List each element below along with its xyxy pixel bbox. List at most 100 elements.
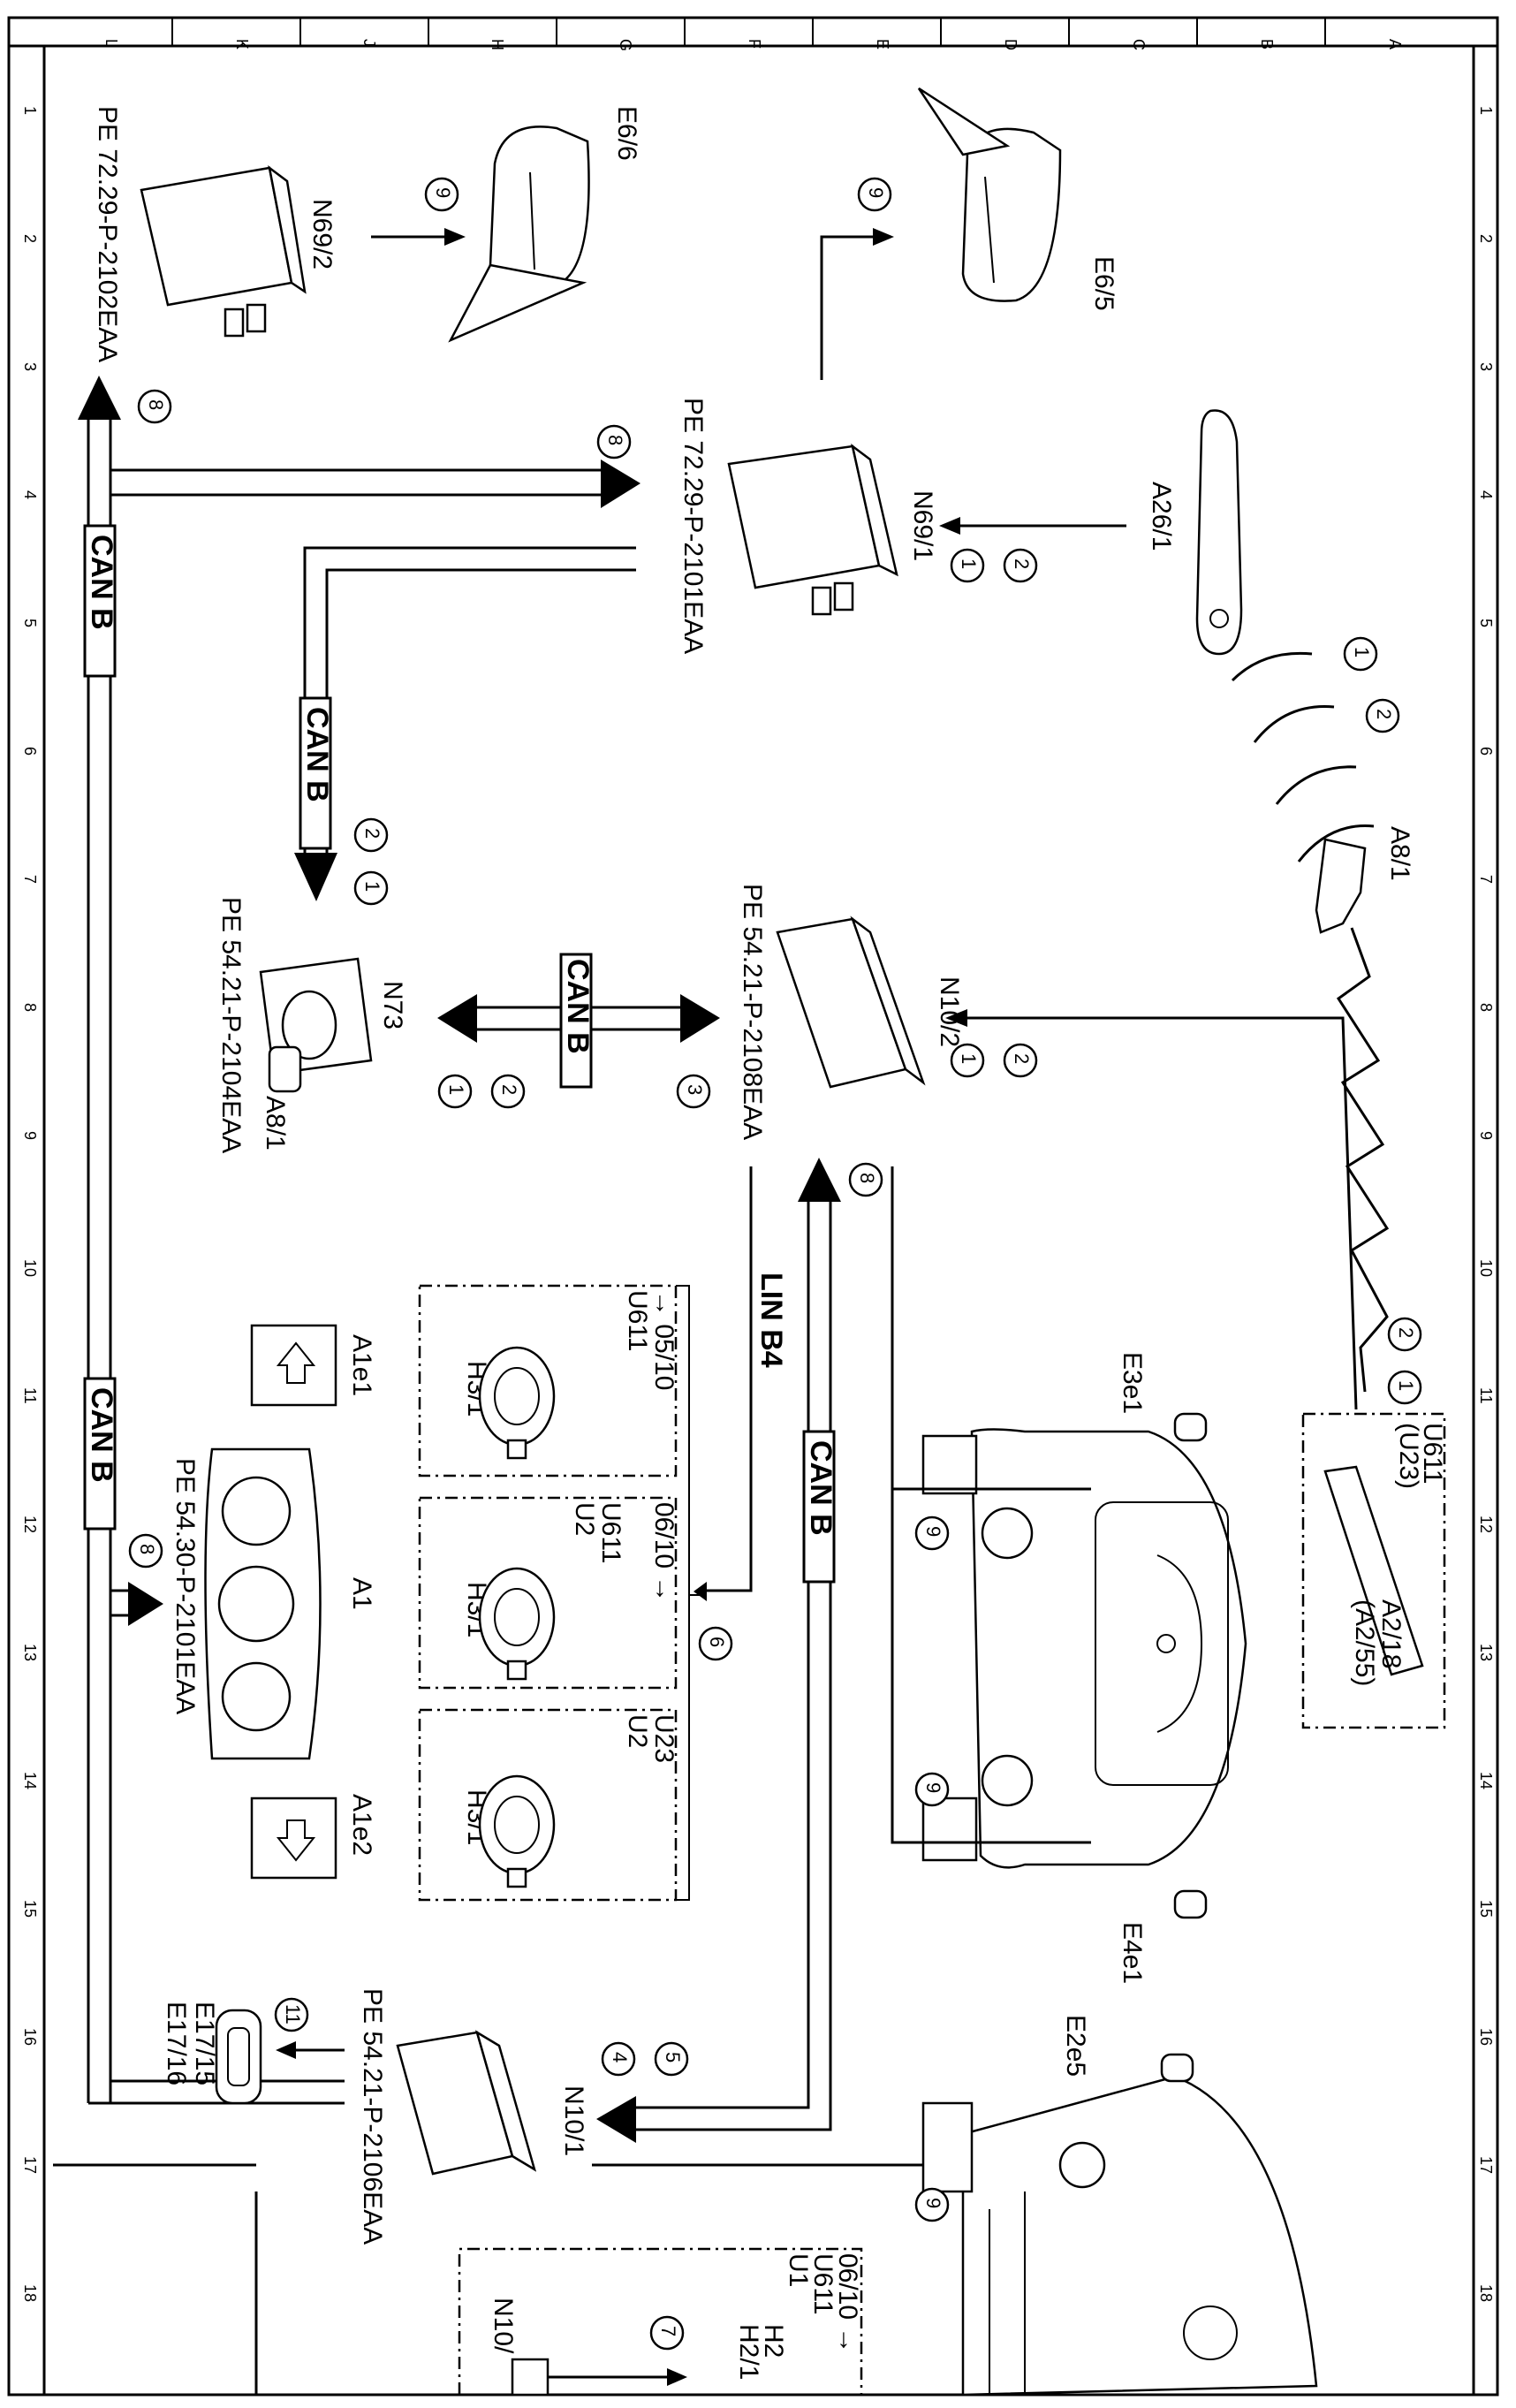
callout-9: 9 [922, 2198, 944, 2208]
lamp-box-1 [418, 1284, 678, 1477]
n73-label: N73 [378, 981, 407, 1029]
e3e1-label: E3e1 [1118, 1352, 1147, 1414]
grid-number: 6 [1477, 747, 1495, 756]
lamp-box-3 [418, 1708, 678, 1902]
n69-2-ref: PE 72.29-P-2102EAA [93, 106, 122, 362]
headlamp-switch-icon [478, 1346, 556, 1460]
box2-sub: U2 [570, 1502, 599, 1536]
n69-1-label: N69/1 [908, 490, 937, 561]
e6-6-label: E6/6 [612, 106, 641, 161]
n69-2-label: N69/2 [307, 199, 337, 270]
callout-2: 2 [1011, 1053, 1033, 1064]
callout-9: 9 [922, 1526, 944, 1537]
e6-5-mirror [917, 87, 1062, 302]
outer-frame [7, 16, 1499, 2397]
e17-lamp [215, 2009, 262, 2105]
callout-9: 9 [865, 187, 887, 198]
callout-11: 11 [282, 2004, 304, 2024]
grid-number: 7 [21, 875, 39, 884]
lin-b4-line [694, 1166, 753, 1601]
box1-date: → 05/10 [649, 1290, 678, 1390]
box2-date: 06/10 → [649, 1502, 678, 1602]
grid-number: 1 [21, 106, 39, 115]
grid-number: 8 [21, 1003, 39, 1012]
can-b-label: CAN B [85, 1387, 118, 1483]
callouts: 9 9 8 8 1 2 1 2 2 1 1 2 3 1 2 8 2 1 6 8 … [128, 177, 1422, 2351]
grid-number: 17 [1477, 2156, 1495, 2174]
headlamp-switch-icon [478, 1774, 556, 1888]
a2-55-label: (A2/55) [1350, 1599, 1379, 1686]
callout-7: 7 [657, 2326, 679, 2336]
e17-15-label: E17/15 [190, 2002, 219, 2085]
grid-number: 13 [1477, 1644, 1495, 1661]
grid-number: 14 [21, 1772, 39, 1789]
bottom-h2-1: H2/1 [734, 2324, 763, 2380]
a26-1-label: A26/1 [1147, 482, 1176, 551]
a1e1-button [250, 1324, 337, 1407]
top-grid-letters: L K J H G F E D C B A [102, 18, 1404, 51]
callout-1: 1 [958, 558, 980, 569]
grid-number: 12 [21, 1515, 39, 1533]
callout-2: 2 [361, 828, 383, 839]
callout-1: 1 [1395, 1380, 1417, 1391]
can-b-label: CAN B [300, 707, 334, 802]
can-b-mid-box [299, 696, 332, 850]
grid-number: 4 [21, 490, 39, 499]
grid-letter: H [489, 39, 506, 50]
callout-8: 8 [145, 399, 167, 410]
callout-9: 9 [432, 187, 454, 198]
grid-number: 10 [21, 1259, 39, 1277]
a1-label: A1 [347, 1577, 376, 1610]
a8-1-key-label: A8/1 [1385, 826, 1414, 881]
bottom-box [458, 2247, 863, 2395]
grid-number: 13 [21, 1644, 39, 1661]
can-b-mid-bus [294, 546, 636, 901]
grid-number: 9 [1477, 1131, 1495, 1140]
e4e1-label: E4e1 [1118, 1922, 1147, 1984]
e6-6-mirror [448, 125, 590, 343]
callout-2: 2 [1395, 1327, 1417, 1338]
n69-2-module [140, 165, 307, 338]
lamp-box-2 [418, 1496, 678, 1690]
bottom-n10: N10/ [489, 2298, 518, 2354]
callout-6: 6 [706, 1637, 728, 1647]
grid-number: 11 [21, 1387, 39, 1404]
a2-18-antenna [1323, 1465, 1424, 1676]
grid-number: 18 [21, 2284, 39, 2302]
grid-number: 6 [21, 747, 39, 756]
vehicle-front-view [921, 1412, 1247, 1919]
n73-key-label: A8/1 [261, 1096, 290, 1151]
callout-2: 2 [1011, 558, 1033, 569]
grid-number: 1 [1477, 106, 1495, 115]
a2-18-label: A2/18 [1376, 1599, 1406, 1668]
callout-4: 4 [609, 2052, 631, 2062]
left-grid-numbers: 1 2 3 4 5 6 7 8 9 10 11 12 13 14 15 16 1… [21, 106, 39, 2302]
box2-title: U611 [596, 1502, 625, 1564]
box3-title: U23 [649, 1714, 678, 1763]
grid-number: 10 [1477, 1259, 1495, 1277]
grid-number: 5 [1477, 619, 1495, 627]
grid-number: 8 [1477, 1003, 1495, 1012]
n10-2-module [776, 915, 926, 1089]
grid-letter: E [874, 39, 891, 49]
callout-1: 1 [445, 1084, 467, 1095]
grid-letter: G [617, 39, 634, 51]
grid-number: 16 [1477, 2028, 1495, 2046]
bottom-u611: U611 [808, 2253, 838, 2315]
grid-number: 15 [21, 1900, 39, 1918]
callout-5: 5 [662, 2052, 684, 2062]
grid-number: 4 [1477, 490, 1495, 499]
a1-instrument-cluster [204, 1447, 322, 1760]
grid-number: 18 [1477, 2284, 1495, 2302]
grid-letter: L [102, 39, 120, 48]
can-b-left-lower-box [83, 1377, 117, 1531]
callout-1: 1 [958, 1053, 980, 1064]
can-b-center-box [559, 953, 593, 1089]
n10-1-ref: PE 54.21-P-2106EAA [358, 1988, 387, 2245]
grid-number: 16 [21, 2028, 39, 2046]
grid-letter: B [1258, 39, 1276, 49]
lin-b4-label: LIN B4 [754, 1272, 788, 1368]
grid-letter: K [233, 39, 251, 49]
a1e2-button [250, 1797, 337, 1880]
grid-number: 7 [1477, 875, 1495, 884]
